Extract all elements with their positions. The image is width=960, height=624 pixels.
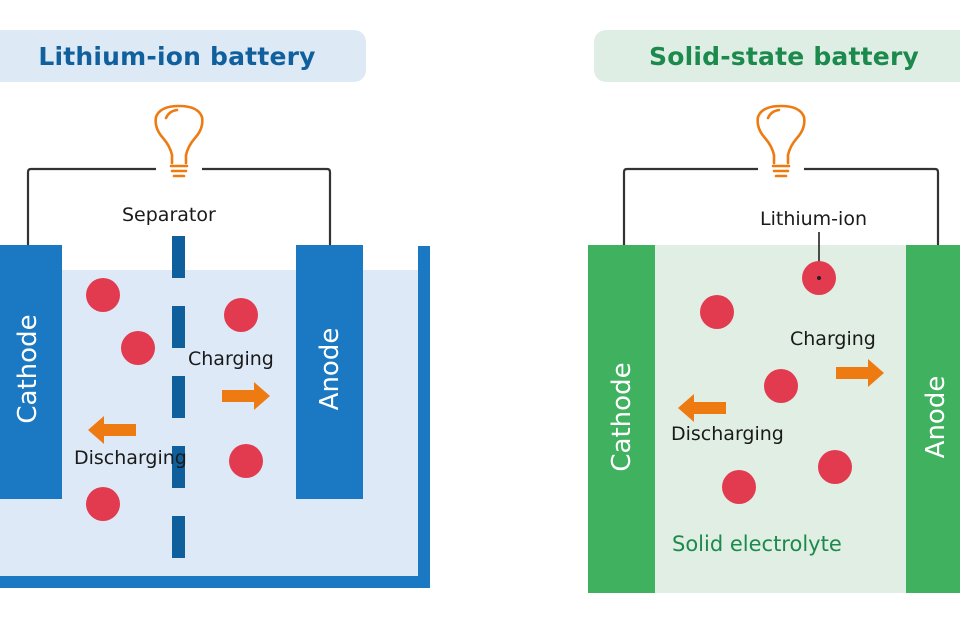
separator [172, 236, 185, 558]
lithium-ion-particle [818, 450, 852, 484]
ss-ions [700, 261, 852, 504]
ss-discharging-arrow-icon [678, 394, 726, 422]
li-charging-arrow-icon [222, 382, 270, 410]
lithium-ion-battery [0, 104, 430, 588]
li-discharging-label: Discharging [74, 447, 187, 469]
ion-label: Lithium-ion [760, 208, 867, 230]
li-cathode-label: Cathode [13, 314, 43, 424]
lithium-ion-particle [229, 444, 263, 478]
lithium-ion-particle [700, 295, 734, 329]
li-cathode [0, 245, 62, 499]
ss-wire [622, 167, 940, 246]
solid-electrolyte-label: Solid electrolyte [672, 532, 842, 556]
lithium-ion-particle [224, 298, 258, 332]
li-ions [86, 278, 263, 521]
li-charging-label: Charging [188, 348, 274, 370]
ss-lightbulb-icon [756, 104, 806, 178]
ss-cathode-label: Cathode [607, 362, 637, 472]
lithium-ion-particle [86, 278, 120, 312]
li-wire [26, 167, 332, 246]
ion-pointer-dot [817, 276, 821, 280]
ss-anode [906, 245, 960, 593]
solid-state-title: Solid-state battery [594, 30, 960, 82]
ss-cathode [588, 245, 655, 593]
li-anode-label: Anode [315, 327, 345, 411]
lithium-ion-title: Lithium-ion battery [0, 30, 366, 82]
lithium-ion-particle [86, 487, 120, 521]
li-lightbulb-icon [154, 104, 204, 178]
li-container-wall [0, 246, 430, 588]
separator-label: Separator [122, 204, 216, 226]
lithium-ion-particle [722, 470, 756, 504]
ss-charging-label: Charging [790, 328, 876, 350]
solid-state-battery [588, 104, 960, 593]
ss-discharging-label: Discharging [671, 423, 784, 445]
ss-charging-arrow-icon [836, 359, 884, 387]
lithium-ion-particle [121, 331, 155, 365]
li-anode [296, 245, 363, 499]
ss-anode-label: Anode [921, 375, 951, 459]
lithium-ion-particle [764, 369, 798, 403]
ss-electrolyte [655, 245, 907, 593]
li-discharging-arrow-icon [88, 416, 136, 444]
